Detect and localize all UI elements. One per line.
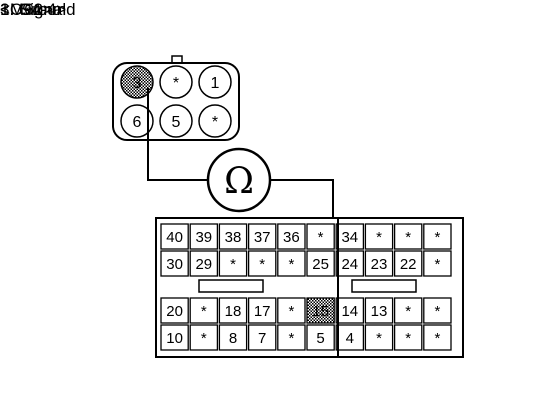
c94-pin-number: *	[405, 303, 411, 320]
c94-pin-number: 10	[166, 330, 183, 347]
c94-pin-cell	[218, 250, 248, 277]
c94-pin-number: 37	[254, 229, 271, 246]
c94-pin-number: 30	[166, 256, 183, 273]
c94-pin-number: 4	[346, 330, 354, 347]
c94-pin-cell	[423, 223, 452, 250]
c94-pin-cell	[218, 297, 248, 324]
c94-pin-number: *	[288, 303, 294, 320]
m62-pin: *	[212, 114, 218, 131]
c94-pin-cell	[218, 223, 248, 250]
c94-pin-number: 29	[195, 256, 212, 273]
c94-pin-number: *	[376, 330, 382, 347]
c94-pin-cell	[247, 297, 277, 324]
c94-pin-cell	[277, 297, 306, 324]
c94-pin-number: 15	[312, 303, 329, 320]
c94-pin-cell	[247, 250, 277, 277]
c94-pin-number: *	[318, 229, 324, 246]
ohmmeter-symbol: Ω	[206, 147, 272, 213]
c94-pin-cell	[364, 250, 394, 277]
c94-connector: 40 39 38 37 36 * 34 * * * 30 29 * * * 25 24 23 22 * 20 * 18 17 *…	[155, 217, 464, 358]
c94-pin-cell	[189, 223, 219, 250]
c94-pin-cell	[393, 324, 423, 351]
c94-pin-number: 25	[312, 256, 329, 273]
c94-pin-cell	[277, 223, 306, 250]
c94-pin-cell	[218, 324, 248, 351]
c94-pin-number: 40	[166, 229, 183, 246]
c94-pin-number: *	[201, 330, 207, 347]
m62-pin-3-highlight	[120, 65, 154, 99]
c94-pin-cell	[335, 324, 365, 351]
m62-pin: *	[173, 75, 179, 92]
c94-pin-cell	[160, 324, 189, 351]
c94-pin-number: *	[230, 256, 236, 273]
c94-pin-number: *	[434, 256, 440, 273]
m62-pin: 6	[133, 114, 142, 131]
c94-connector-label: <C94-4>	[0, 0, 67, 19]
c94-pin-number: *	[288, 330, 294, 347]
c94-pin-number: 20	[166, 303, 183, 320]
c94-key-slot-right	[351, 279, 417, 293]
c94-pin-cell	[364, 297, 394, 324]
m62-pin: 5	[172, 114, 181, 131]
c94-pin-cell	[364, 324, 394, 351]
c94-pin-cell	[364, 223, 394, 250]
c94-pin-cell	[277, 324, 306, 351]
c94-pin-number: *	[259, 256, 265, 273]
c94-pin-cell	[393, 223, 423, 250]
c94-pin-number: 8	[229, 330, 237, 347]
m62-pin: 3	[133, 75, 142, 92]
c94-pin-number: 23	[371, 256, 388, 273]
c94-pin-number: 22	[400, 256, 417, 273]
c94-pin-cell	[277, 250, 306, 277]
c94-pin-number: 36	[283, 229, 300, 246]
c94-pin-number: 34	[341, 229, 358, 246]
c94-pin-number: 17	[254, 303, 271, 320]
c94-pin-cell	[189, 250, 219, 277]
c94-pin-cell	[423, 324, 452, 351]
c94-pin-cell	[423, 297, 452, 324]
m62-connector: 3 * 1 6 5 *	[112, 55, 240, 141]
c94-pin-number: 38	[225, 229, 242, 246]
c94-pin-number: *	[405, 229, 411, 246]
c94-pin-cell	[306, 324, 335, 351]
c94-pin-number: 39	[195, 229, 212, 246]
legend-ground: 3. Ground	[0, 0, 76, 19]
c94-pin-number: 13	[371, 303, 388, 320]
c94-pin-cell	[393, 297, 423, 324]
c94-pin-cell	[393, 250, 423, 277]
c94-pin-cell	[189, 297, 219, 324]
c94-pin-cell	[335, 297, 365, 324]
c94-pin-number: *	[288, 256, 294, 273]
c94-pin-cell	[335, 223, 365, 250]
c94-pin-number: *	[201, 303, 207, 320]
c94-pin-number: *	[434, 229, 440, 246]
c94-pin-number: 18	[225, 303, 242, 320]
legend-signal: 1. Signal	[0, 0, 67, 19]
c94-pin-cell	[306, 223, 335, 250]
c94-pin-cell	[247, 324, 277, 351]
c94-pin-number: 7	[258, 330, 266, 347]
c94-pin-number: 5	[316, 330, 324, 347]
c94-pin-number: *	[434, 330, 440, 347]
c94-pin-number: *	[434, 303, 440, 320]
m62-connector-label: <M62>	[0, 0, 53, 19]
c94-pin-number: 14	[341, 303, 358, 320]
c94-pin-cell	[335, 250, 365, 277]
c94-pin-cell	[247, 223, 277, 250]
c94-pin-number: 24	[341, 256, 358, 273]
c94-pin-cell	[160, 250, 189, 277]
c94-key-slot-left	[198, 279, 264, 293]
c94-pin-cell	[306, 297, 335, 324]
c94-pin-cell	[423, 250, 452, 277]
c94-pin-cell	[306, 250, 335, 277]
m62-pin: 1	[211, 75, 220, 92]
c94-pin-cell	[160, 297, 189, 324]
c94-pin-cell	[160, 223, 189, 250]
c94-pin-number: *	[376, 229, 382, 246]
c94-pin-number: *	[405, 330, 411, 347]
c94-pin-cell	[189, 324, 219, 351]
ohm-icon: Ω	[224, 161, 254, 202]
